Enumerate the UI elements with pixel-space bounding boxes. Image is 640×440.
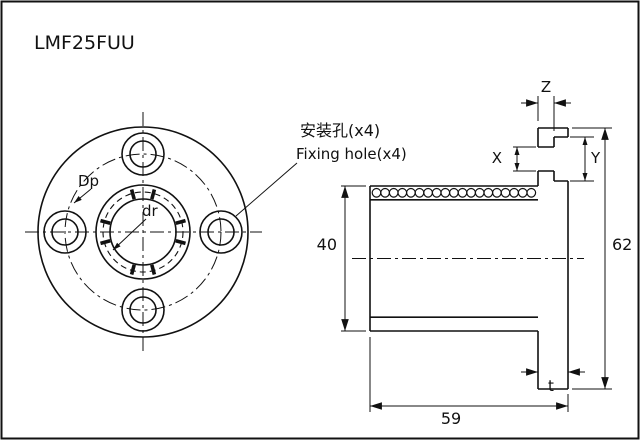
flange-outer-circle xyxy=(37,126,249,338)
dim-x: X xyxy=(492,149,502,167)
bore-outer-circle xyxy=(95,184,191,280)
bore-diameter-label: dr xyxy=(142,202,159,220)
mounting-holes xyxy=(43,132,243,332)
dim-y-group: Y xyxy=(570,136,601,182)
bolt-pitch-circle xyxy=(64,153,222,311)
dim-flange-diameter: 62 xyxy=(612,235,632,254)
mounting-hole-bottom xyxy=(121,288,165,332)
body-outline xyxy=(369,185,538,332)
front-view-centerlines xyxy=(25,112,262,352)
front-view: Dp dr xyxy=(25,112,262,352)
fixing-hole-callout: 安装孔(x4) Fixing hole(x4) xyxy=(235,121,407,217)
fixing-hole-label-cn: 安装孔(x4) xyxy=(300,121,380,140)
dim-z: Z xyxy=(541,78,551,96)
dim-flange-thickness-group: t xyxy=(521,368,585,395)
flange-fixing-hole-section xyxy=(538,136,568,182)
center-bore xyxy=(95,184,191,280)
dim-flange-thickness: t xyxy=(548,377,554,395)
fixing-hole-label-en: Fixing hole(x4) xyxy=(296,145,407,163)
drawing-title: LMF25FUU xyxy=(34,32,135,54)
mounting-hole-right xyxy=(199,210,243,254)
ball-row xyxy=(371,187,537,198)
fixing-hole-leader xyxy=(235,162,298,217)
dim-body-diameter-group: 40 xyxy=(317,185,366,332)
pitch-diameter-label: Dp xyxy=(78,172,99,190)
pitch-diameter-leader xyxy=(73,188,92,204)
bore-inner-circle xyxy=(109,198,177,266)
dim-y: Y xyxy=(590,149,601,167)
mounting-hole-left xyxy=(43,210,87,254)
side-view xyxy=(352,127,584,390)
dim-overall-length-group: 59 xyxy=(369,337,569,428)
mounting-hole-top xyxy=(121,132,165,176)
dim-body-diameter: 40 xyxy=(317,235,337,254)
dim-overall-length: 59 xyxy=(441,409,461,428)
ball-groove-ticks xyxy=(100,189,186,275)
dim-x-group: X xyxy=(492,146,536,172)
ball-track-circle xyxy=(102,191,184,273)
bore-diameter-leader xyxy=(112,218,147,251)
dim-z-group: Z xyxy=(521,78,571,131)
dim-flange-diameter-group: 62 xyxy=(572,127,632,390)
flange-outline xyxy=(537,127,569,390)
